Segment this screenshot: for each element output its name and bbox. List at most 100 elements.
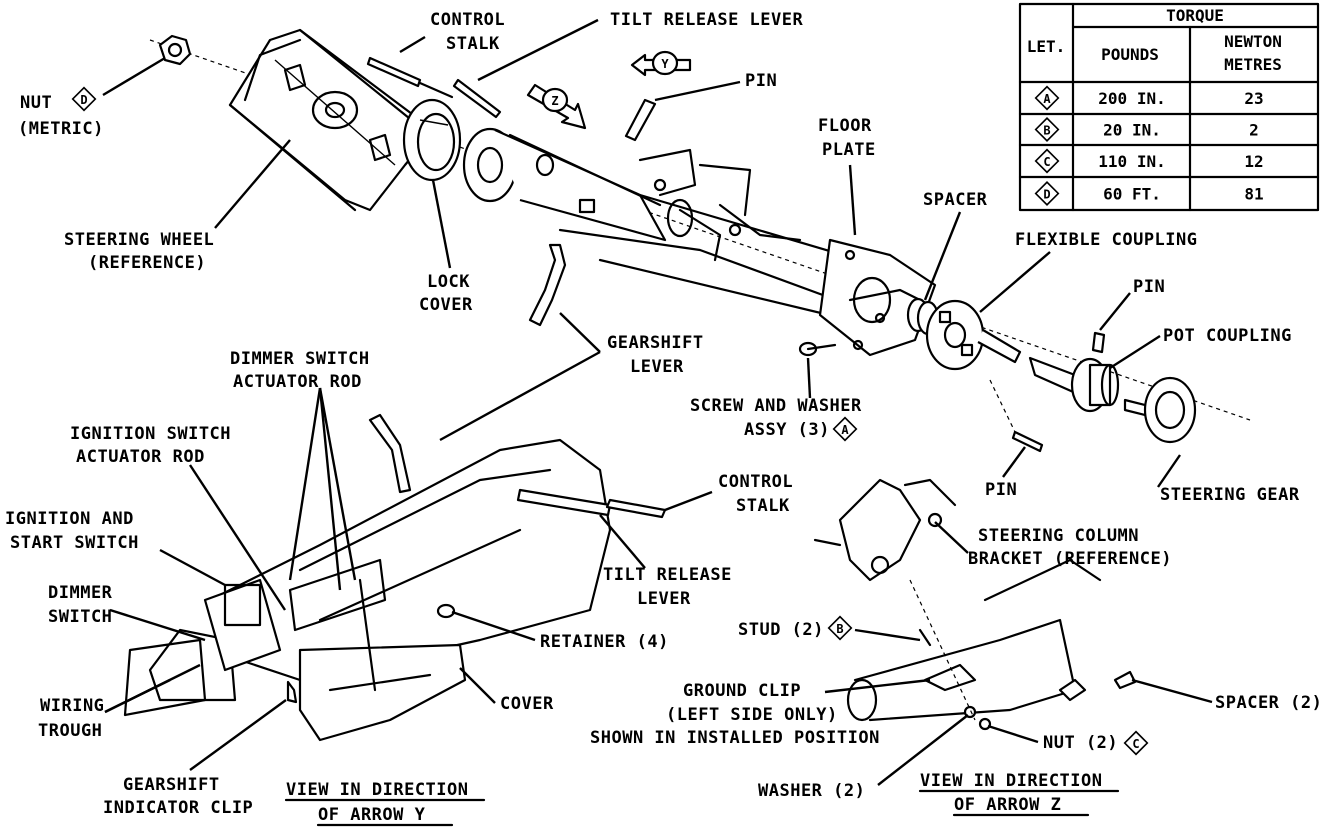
leader-lines xyxy=(102,18,1213,786)
label-ignition-start-line2: START SWITCH xyxy=(10,533,139,553)
torque-table: TORQUE LET. POUNDS NEWTON METRES A 200 IN… xyxy=(1018,2,1320,212)
label-spacer-2: SPACER (2) xyxy=(1215,693,1322,713)
torque-row: D 60 FT. 81 xyxy=(1034,181,1264,206)
label-steering-wheel-line1: STEERING WHEEL xyxy=(64,230,214,250)
newton-header-line2: METRES xyxy=(1224,55,1282,74)
control-stalk-part xyxy=(366,56,454,99)
label-dimmer-rod-line2: ACTUATOR ROD xyxy=(233,372,362,392)
label-floor-plate-line1: FLOOR xyxy=(818,116,872,136)
label-bracket-line1: STEERING COLUMN xyxy=(978,526,1139,546)
screw-washer-part xyxy=(798,341,837,357)
label-view-y-line2: OF ARROW Y xyxy=(318,805,426,825)
pounds-header: POUNDS xyxy=(1101,45,1159,64)
torque-letter: C xyxy=(1043,155,1050,169)
label-ignition-rod-line1: IGNITION SWITCH xyxy=(70,424,231,444)
label-gearshift-clip-line1: GEARSHIFT xyxy=(123,775,220,795)
label-ground-clip-line2: (LEFT SIDE ONLY) xyxy=(666,705,838,725)
label-ground-clip-line1: GROUND CLIP xyxy=(683,681,801,701)
torque-header: TORQUE xyxy=(1166,6,1224,25)
label-screw-washer-line2: ASSY (3) xyxy=(744,420,830,440)
torque-letter: B xyxy=(1043,124,1050,138)
torque-pounds: 200 IN. xyxy=(1098,89,1165,108)
steering-gear-part xyxy=(1123,376,1197,444)
label-nut: NUT xyxy=(20,93,52,113)
torque-letter-diamond xyxy=(1034,148,1060,174)
label-tilt-release-lever: TILT RELEASE LEVER xyxy=(610,10,803,30)
view-y-detail xyxy=(123,413,667,742)
label-retainer: RETAINER (4) xyxy=(540,632,669,652)
label-wiring-trough-line1: WIRING xyxy=(40,696,104,716)
label-floor-plate-line2: PLATE xyxy=(822,140,876,160)
flexible-coupling-part xyxy=(925,299,1022,371)
nut-part xyxy=(158,34,192,66)
lock-cover-part xyxy=(402,98,462,182)
label-gearshift-clip-line2: INDICATOR CLIP xyxy=(103,798,253,818)
gearshift-lever-part xyxy=(528,243,567,327)
label-tilt-release-b-line2: LEVER xyxy=(637,589,691,609)
callout-diamond-nut-2: C xyxy=(1123,730,1149,756)
label-control-stalk-b-line2: STALK xyxy=(736,496,790,516)
label-ground-clip-line3: SHOWN IN INSTALLED POSITION xyxy=(590,728,880,748)
pin-parts xyxy=(624,98,1106,453)
label-view-y-line1: VIEW IN DIRECTION xyxy=(286,780,469,800)
label-pot-coupling: POT COUPLING xyxy=(1163,326,1292,346)
torque-letter-diamond xyxy=(1034,117,1060,142)
label-bracket-line2: BRACKET (REFERENCE) xyxy=(968,549,1172,569)
spacer-part xyxy=(906,297,940,336)
label-dimmer-switch-line2: SWITCH xyxy=(48,607,112,627)
torque-pounds: 60 FT. xyxy=(1103,185,1161,204)
label-control-stalk-line1: CONTROL xyxy=(430,10,505,30)
torque-pounds: 110 IN. xyxy=(1098,152,1165,171)
label-steering-gear: STEERING GEAR xyxy=(1160,485,1300,505)
torque-newton: 12 xyxy=(1244,152,1263,171)
column-body-part xyxy=(462,127,862,322)
torque-pounds: 20 IN. xyxy=(1103,121,1161,140)
callout-diamond-screw-washer: A xyxy=(832,416,858,442)
torque-newton: 23 xyxy=(1244,89,1263,108)
callout-diamond-stud: B xyxy=(827,615,853,641)
svg-text:A: A xyxy=(841,423,849,437)
label-nut-metric: (METRIC) xyxy=(18,119,104,139)
label-nut-2: NUT (2) xyxy=(1043,733,1118,753)
svg-text:C: C xyxy=(1132,737,1139,751)
arrow-z-letter: Z xyxy=(551,94,558,108)
svg-text:B: B xyxy=(836,622,843,636)
torque-letter-diamond xyxy=(1034,85,1060,111)
labels: NUT D (METRIC) CONTROL STALK TILT RELEAS… xyxy=(5,10,1322,827)
floor-plate-part xyxy=(818,238,937,357)
label-pin-top: PIN xyxy=(745,71,777,91)
arrow-y-letter: Y xyxy=(661,57,669,71)
label-gearshift-lever-line2: LEVER xyxy=(630,357,684,377)
callout-diamond-nut: D xyxy=(71,86,97,112)
label-dimmer-rod-line1: DIMMER SWITCH xyxy=(230,349,370,369)
label-wiring-trough-line2: TROUGH xyxy=(38,721,102,741)
torque-letter: D xyxy=(1043,188,1050,202)
label-ignition-start-line1: IGNITION AND xyxy=(5,509,134,529)
label-lock-cover-line1: LOCK xyxy=(427,272,470,292)
label-dimmer-switch-line1: DIMMER xyxy=(48,583,113,603)
label-screw-washer-line1: SCREW AND WASHER xyxy=(690,396,862,416)
arrow-y: Y xyxy=(630,50,692,77)
label-stud: STUD (2) xyxy=(738,620,824,640)
let-header: LET. xyxy=(1027,37,1066,56)
torque-newton: 81 xyxy=(1244,185,1263,204)
label-cover: COVER xyxy=(500,694,554,714)
exploded-view: Y Z xyxy=(149,28,1251,453)
torque-row: B 20 IN. 2 xyxy=(1034,117,1259,142)
tilt-release-lever-part xyxy=(452,78,502,119)
label-control-stalk-b-line1: CONTROL xyxy=(718,472,793,492)
label-pin-bottom: PIN xyxy=(985,480,1017,500)
label-gearshift-lever-line1: GEARSHIFT xyxy=(607,333,704,353)
newton-header-line1: NEWTON xyxy=(1224,32,1282,51)
label-tilt-release-b-line1: TILT RELEASE xyxy=(603,565,732,585)
torque-newton: 2 xyxy=(1249,121,1259,140)
torque-row: A 200 IN. 23 xyxy=(1034,85,1264,111)
label-control-stalk-line2: STALK xyxy=(446,34,500,54)
steering-wheel-part xyxy=(228,28,432,212)
label-lock-cover-line2: COVER xyxy=(419,295,473,315)
label-steering-wheel-line2: (REFERENCE) xyxy=(88,253,206,273)
label-view-z-line2: OF ARROW Z xyxy=(954,795,1061,815)
torque-letter: A xyxy=(1043,92,1051,106)
